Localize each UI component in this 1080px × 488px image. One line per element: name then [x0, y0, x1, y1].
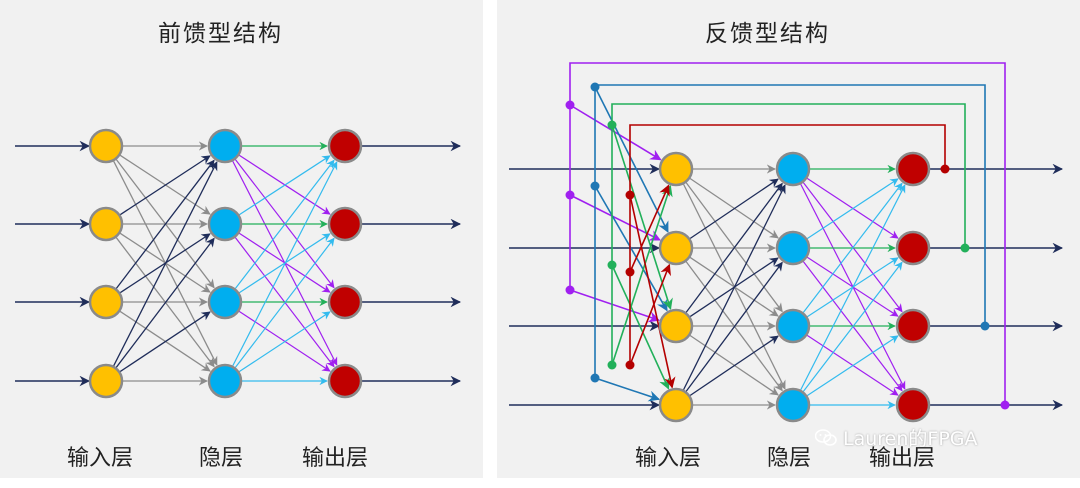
feedback-line	[629, 124, 946, 365]
hidden-output-connection	[806, 335, 899, 397]
output-node	[895, 308, 931, 344]
input-hidden-connection	[119, 311, 211, 373]
input-hidden-connection	[689, 178, 779, 240]
feedback-connection	[594, 185, 668, 312]
output-layer-label: 输出层	[302, 446, 369, 471]
input-layer-label: 输入层	[67, 446, 134, 471]
feedback-title: 反馈型结构	[705, 21, 830, 47]
input-node	[658, 230, 694, 266]
feedforward-panel: 前馈型结构 输入层 隐层 输出层	[0, 0, 483, 478]
wechat-icon	[815, 428, 837, 446]
hidden-output-connection	[800, 184, 906, 391]
hidden-output-connection	[806, 178, 899, 240]
hidden-node	[775, 387, 811, 423]
input-hidden-connection	[115, 237, 215, 368]
hidden-node	[207, 284, 243, 320]
hidden-output-connection	[232, 161, 338, 367]
hidden-output-connection	[234, 159, 335, 289]
feedback-line	[611, 103, 966, 365]
input-hidden-connection	[113, 161, 218, 367]
feedback-connection	[611, 185, 673, 366]
feedback-connection	[629, 184, 670, 273]
feedback-connection	[629, 194, 676, 389]
hidden-output-connection	[802, 261, 903, 392]
feedback-connection	[569, 194, 661, 241]
hidden-node	[207, 128, 243, 164]
output-node	[327, 206, 363, 242]
input-node	[88, 206, 124, 242]
hidden-output-connection	[234, 237, 335, 368]
input-hidden-connection	[682, 184, 786, 391]
feedback-connection	[569, 104, 662, 161]
watermark-text: Lauren的FPGA	[843, 428, 978, 450]
input-node	[88, 128, 124, 164]
input-hidden-connection	[119, 155, 211, 216]
hidden-output-connection	[802, 182, 903, 313]
input-node	[658, 387, 694, 423]
input-hidden-connection	[685, 261, 783, 392]
hidden-node	[775, 230, 811, 266]
output-node	[895, 230, 931, 266]
input-hidden-connection	[685, 182, 783, 313]
input-node	[658, 151, 694, 187]
input-node	[88, 284, 124, 320]
output-node	[895, 387, 931, 423]
feedback-connection	[594, 86, 669, 233]
feedback-line	[594, 84, 986, 378]
hidden-layer-label: 隐层	[767, 446, 812, 471]
watermark: Lauren的FPGA	[815, 424, 978, 451]
input-hidden-connection	[689, 335, 779, 397]
input-node	[658, 308, 694, 344]
input-layer-label: 输入层	[635, 446, 702, 471]
feedback-line	[569, 62, 1006, 405]
input-node	[88, 363, 124, 399]
output-node	[895, 151, 931, 187]
hidden-node	[775, 151, 811, 187]
feedback-connection	[611, 264, 670, 390]
hidden-node	[207, 206, 243, 242]
feedback-connection	[611, 124, 673, 310]
output-node	[327, 128, 363, 164]
feedback-connection	[629, 263, 671, 366]
hidden-node	[775, 308, 811, 344]
hidden-node	[207, 363, 243, 399]
feedback-connection	[569, 289, 661, 323]
hidden-layer-label: 隐层	[199, 446, 244, 471]
feedback-connection	[594, 377, 660, 402]
input-hidden-connection	[115, 159, 215, 289]
output-node	[327, 284, 363, 320]
hidden-output-connection	[238, 311, 331, 373]
feedforward-title: 前馈型结构	[158, 21, 283, 47]
output-node	[327, 363, 363, 399]
hidden-output-connection	[238, 155, 331, 216]
output-layer-label: 输出层	[869, 446, 936, 471]
